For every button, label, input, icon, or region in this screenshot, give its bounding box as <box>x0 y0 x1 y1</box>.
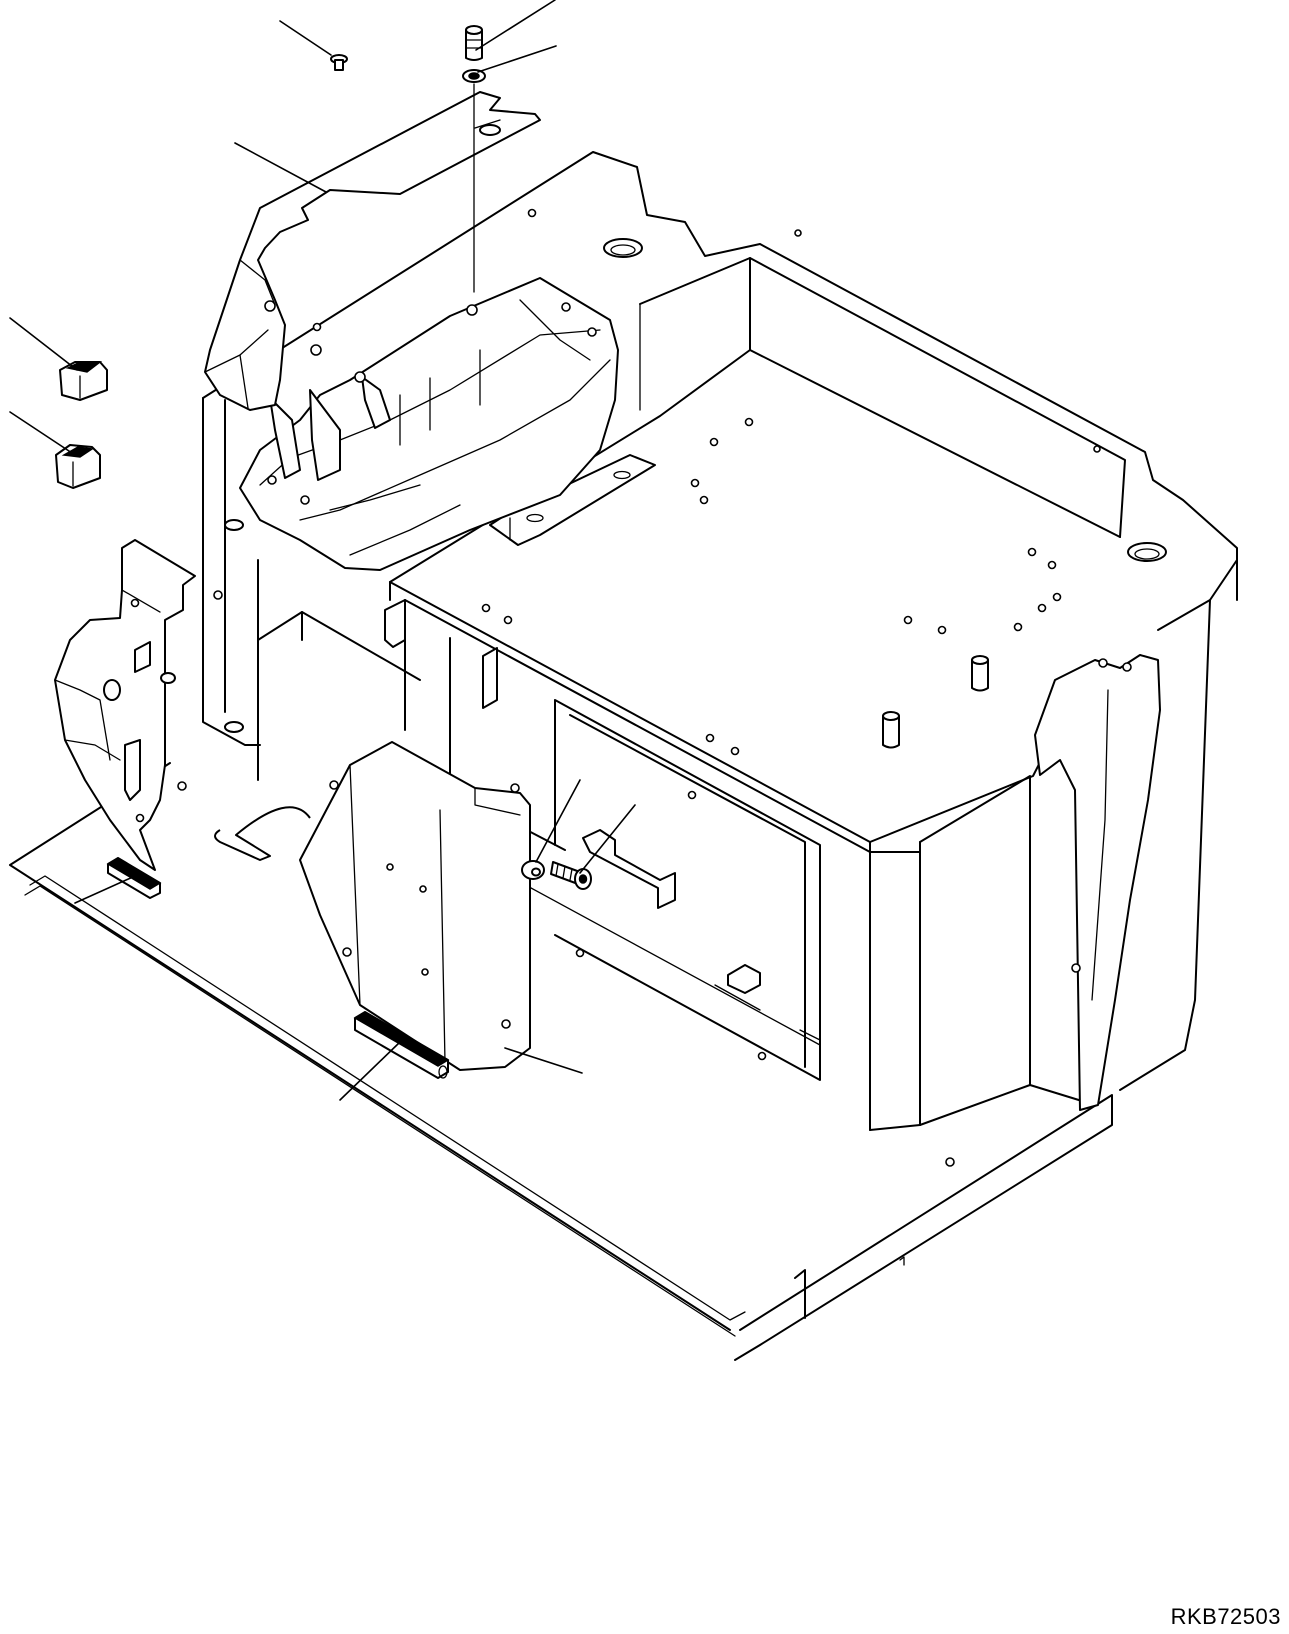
drawing-reference-code: RKB72503 <box>1170 1604 1281 1629</box>
leader-screw-small <box>279 20 332 56</box>
leader-lines <box>9 0 636 1101</box>
leader-cap-lower <box>9 411 76 456</box>
floor-frame <box>9 762 1113 1361</box>
strip-center <box>353 1011 450 1079</box>
screw-small <box>330 54 348 71</box>
leader-bolt-top <box>475 0 556 51</box>
bolt-right <box>550 861 592 890</box>
bolt-top <box>465 25 483 61</box>
washer-right <box>521 860 545 880</box>
cap-lower <box>55 444 101 489</box>
console-box <box>239 277 619 571</box>
leader-front-cover <box>504 1047 583 1074</box>
leader-cap-upper <box>9 317 78 371</box>
leader-washer-top <box>477 45 557 73</box>
cap-upper <box>59 361 108 401</box>
strip-left <box>106 857 162 899</box>
leader-upper-bracket <box>234 142 327 193</box>
cab-base-frame <box>202 151 1238 1131</box>
leader-bolt-right <box>579 804 636 874</box>
fasteners <box>55 25 592 1079</box>
left-side-cover <box>54 539 196 871</box>
front-cover <box>299 741 531 1071</box>
leader-washer-right <box>535 779 581 863</box>
leader-strip-left <box>74 875 136 904</box>
leader-strip-center <box>339 1041 401 1101</box>
washer-top <box>462 69 486 83</box>
upper-cover-bracket <box>204 91 541 411</box>
